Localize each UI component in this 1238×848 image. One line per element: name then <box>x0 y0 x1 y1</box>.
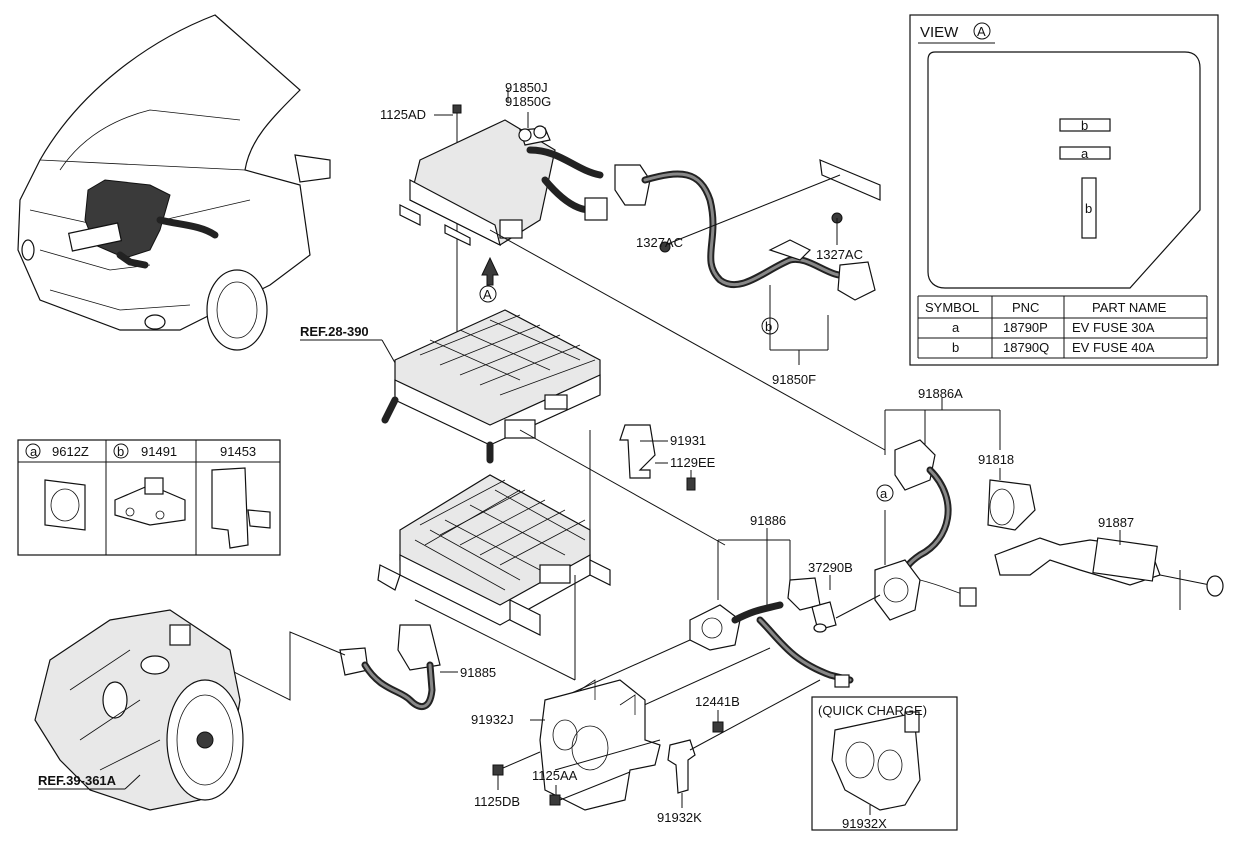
bracket-91931 <box>619 424 696 491</box>
drive-motor <box>34 609 244 811</box>
harness-91886 <box>544 528 881 726</box>
car-illustration <box>17 14 331 351</box>
label-1125ad: 1125AD <box>380 107 426 122</box>
fuse-a: a <box>1081 146 1089 161</box>
label-91932j: 91932J <box>471 712 514 727</box>
bracket-91932k <box>667 679 821 808</box>
harness-91885 <box>339 624 458 710</box>
bolt-1125db <box>492 751 541 790</box>
harness-91850f <box>614 159 881 365</box>
table-header-symbol: SYMBOL <box>925 300 979 315</box>
onboard-charger-91850g <box>399 88 608 247</box>
label-1125db: 1125DB <box>474 794 520 809</box>
label-91885: 91885 <box>460 665 496 680</box>
legend-pnc-9612z: 9612Z <box>52 444 89 459</box>
table-cell-name-30a: EV FUSE 30A <box>1072 320 1155 335</box>
mark-a-circle: A <box>483 287 492 302</box>
label-ref-28-390: REF.28-390 <box>300 324 369 339</box>
label-91931: 91931 <box>670 433 706 448</box>
bolt-1125aa <box>549 771 631 806</box>
label-ref-39-361a: REF.39-361A <box>38 773 117 788</box>
label-91887: 91887 <box>1098 515 1134 530</box>
label-91850j: 91850J <box>505 80 548 95</box>
label-37290b: 37290B <box>808 560 853 575</box>
table-header-pnc: PNC <box>1012 300 1039 315</box>
fuse-b-side: b <box>1085 201 1092 216</box>
table-cell-pnc-18790p: 18790P <box>1003 320 1048 335</box>
legend-pnc-91453: 91453 <box>220 444 256 459</box>
label-91932x: 91932X <box>842 816 887 831</box>
quick-charge-box <box>811 696 958 831</box>
harness-91886a <box>874 398 1224 621</box>
arrow-up-icon <box>481 256 499 286</box>
legend-symbol-b: b <box>117 444 124 459</box>
table-header-part-name: PART NAME <box>1092 300 1167 315</box>
label-91850f: 91850F <box>772 372 816 387</box>
table-cell-symbol-a: a <box>952 320 960 335</box>
legend-box <box>17 439 281 556</box>
view-circle-letter: A <box>977 24 986 39</box>
fuse-b-top: b <box>1081 118 1088 133</box>
table-cell-name-40a: EV FUSE 40A <box>1072 340 1155 355</box>
quick-charge-title: (QUICK CHARGE) <box>818 703 927 718</box>
label-1327ac-left: 1327AC <box>636 235 683 250</box>
table-cell-symbol-b: b <box>952 340 959 355</box>
label-12441b: 12441B <box>695 694 740 709</box>
view-a-box <box>909 14 1219 366</box>
mark-b-circle: b <box>765 319 772 334</box>
label-1129ee: 1129EE <box>670 455 716 470</box>
label-91850g: 91850G <box>505 94 551 109</box>
label-91886a: 91886A <box>918 386 963 401</box>
table-cell-pnc-18790q: 18790Q <box>1003 340 1049 355</box>
legend-symbol-a: a <box>30 444 38 459</box>
label-91932k: 91932K <box>657 810 702 825</box>
view-title: VIEW <box>920 24 959 41</box>
power-control-unit <box>381 309 601 464</box>
inverter-unit <box>377 474 611 636</box>
label-1327ac-right: 1327AC <box>816 247 863 262</box>
legend-pnc-91491: 91491 <box>141 444 177 459</box>
label-91818: 91818 <box>978 452 1014 467</box>
label-1125aa: 1125AA <box>532 768 578 783</box>
label-91886: 91886 <box>750 513 786 528</box>
bracket-91932j <box>530 679 661 811</box>
mark-a-small: a <box>880 486 888 501</box>
